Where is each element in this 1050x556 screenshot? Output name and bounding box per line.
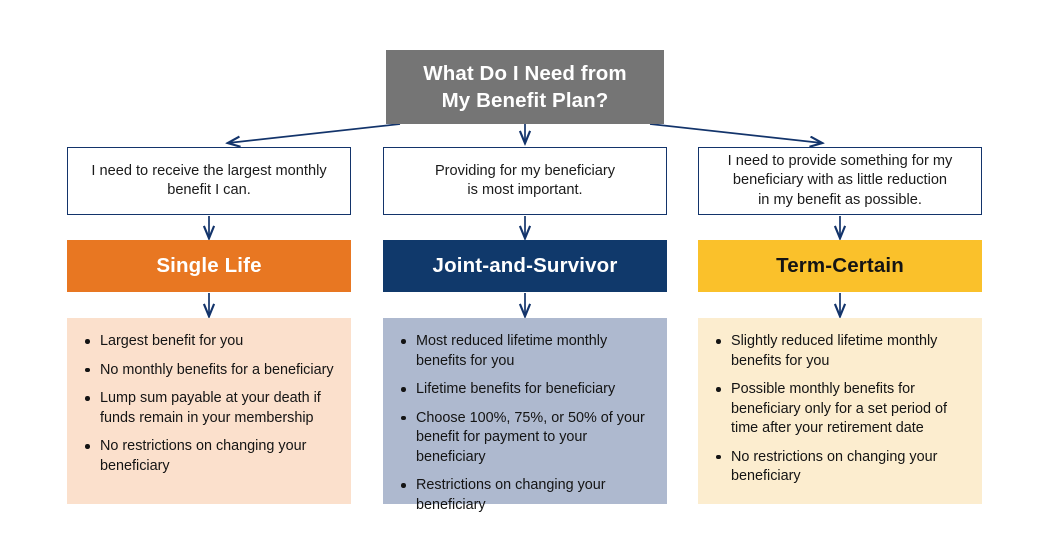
- branch-column-joint-and-survivor: Providing for my beneficiary is most imp…: [383, 147, 667, 215]
- plan-header-single-life: Single Life: [67, 240, 351, 292]
- question-text: Providing for my beneficiary is most imp…: [434, 162, 616, 198]
- branch-column-term-certain: I need to provide something for my benef…: [698, 147, 982, 215]
- question-box: Providing for my beneficiary is most imp…: [383, 147, 667, 215]
- detail-panel-joint-and-survivor: Most reduced lifetime monthly benefits f…: [383, 318, 667, 513]
- bullet-list: Largest benefit for you No monthly benef…: [79, 332, 337, 476]
- root-decision-node: What Do I Need from My Benefit Plan?: [386, 50, 664, 124]
- bullet-list: Slightly reduced lifetime monthly benefi…: [710, 332, 968, 487]
- list-item: Restrictions on changing your beneficiar…: [395, 476, 653, 515]
- question-text: I need to receive the largest monthly be…: [91, 162, 327, 198]
- plan-header-term-certain: Term-Certain: [698, 240, 982, 292]
- plan-title: Single Life: [156, 254, 262, 277]
- list-item: Slightly reduced lifetime monthly benefi…: [710, 332, 968, 371]
- question-box: I need to receive the largest monthly be…: [67, 147, 351, 215]
- list-item: Largest benefit for you: [79, 332, 337, 352]
- list-item: Possible monthly benefits for beneficiar…: [710, 380, 968, 439]
- list-item: Choose 100%, 75%, or 50% of your benefit…: [395, 409, 653, 468]
- list-item: No monthly benefits for a beneficiary: [79, 361, 337, 381]
- list-item: Most reduced lifetime monthly benefits f…: [395, 332, 653, 371]
- list-item: No restrictions on changing your benefic…: [710, 448, 968, 487]
- plan-title: Term-Certain: [776, 254, 904, 277]
- detail-panel-term-certain: Slightly reduced lifetime monthly benefi…: [698, 318, 982, 504]
- question-box: I need to provide something for my benef…: [698, 147, 982, 215]
- list-item: Lifetime benefits for beneficiary: [395, 380, 653, 400]
- question-text: I need to provide something for my benef…: [727, 152, 953, 208]
- plan-header-joint-and-survivor: Joint-and-Survivor: [383, 240, 667, 292]
- plan-title: Joint-and-Survivor: [432, 254, 618, 277]
- branch-column-single-life: I need to receive the largest monthly be…: [67, 147, 351, 215]
- bullet-list: Most reduced lifetime monthly benefits f…: [395, 332, 653, 516]
- list-item: Lump sum payable at your death if funds …: [79, 389, 337, 428]
- detail-panel-single-life: Largest benefit for you No monthly benef…: [67, 318, 351, 504]
- root-node-label: What Do I Need from My Benefit Plan?: [423, 61, 627, 112]
- list-item: No restrictions on changing your benefic…: [79, 437, 337, 476]
